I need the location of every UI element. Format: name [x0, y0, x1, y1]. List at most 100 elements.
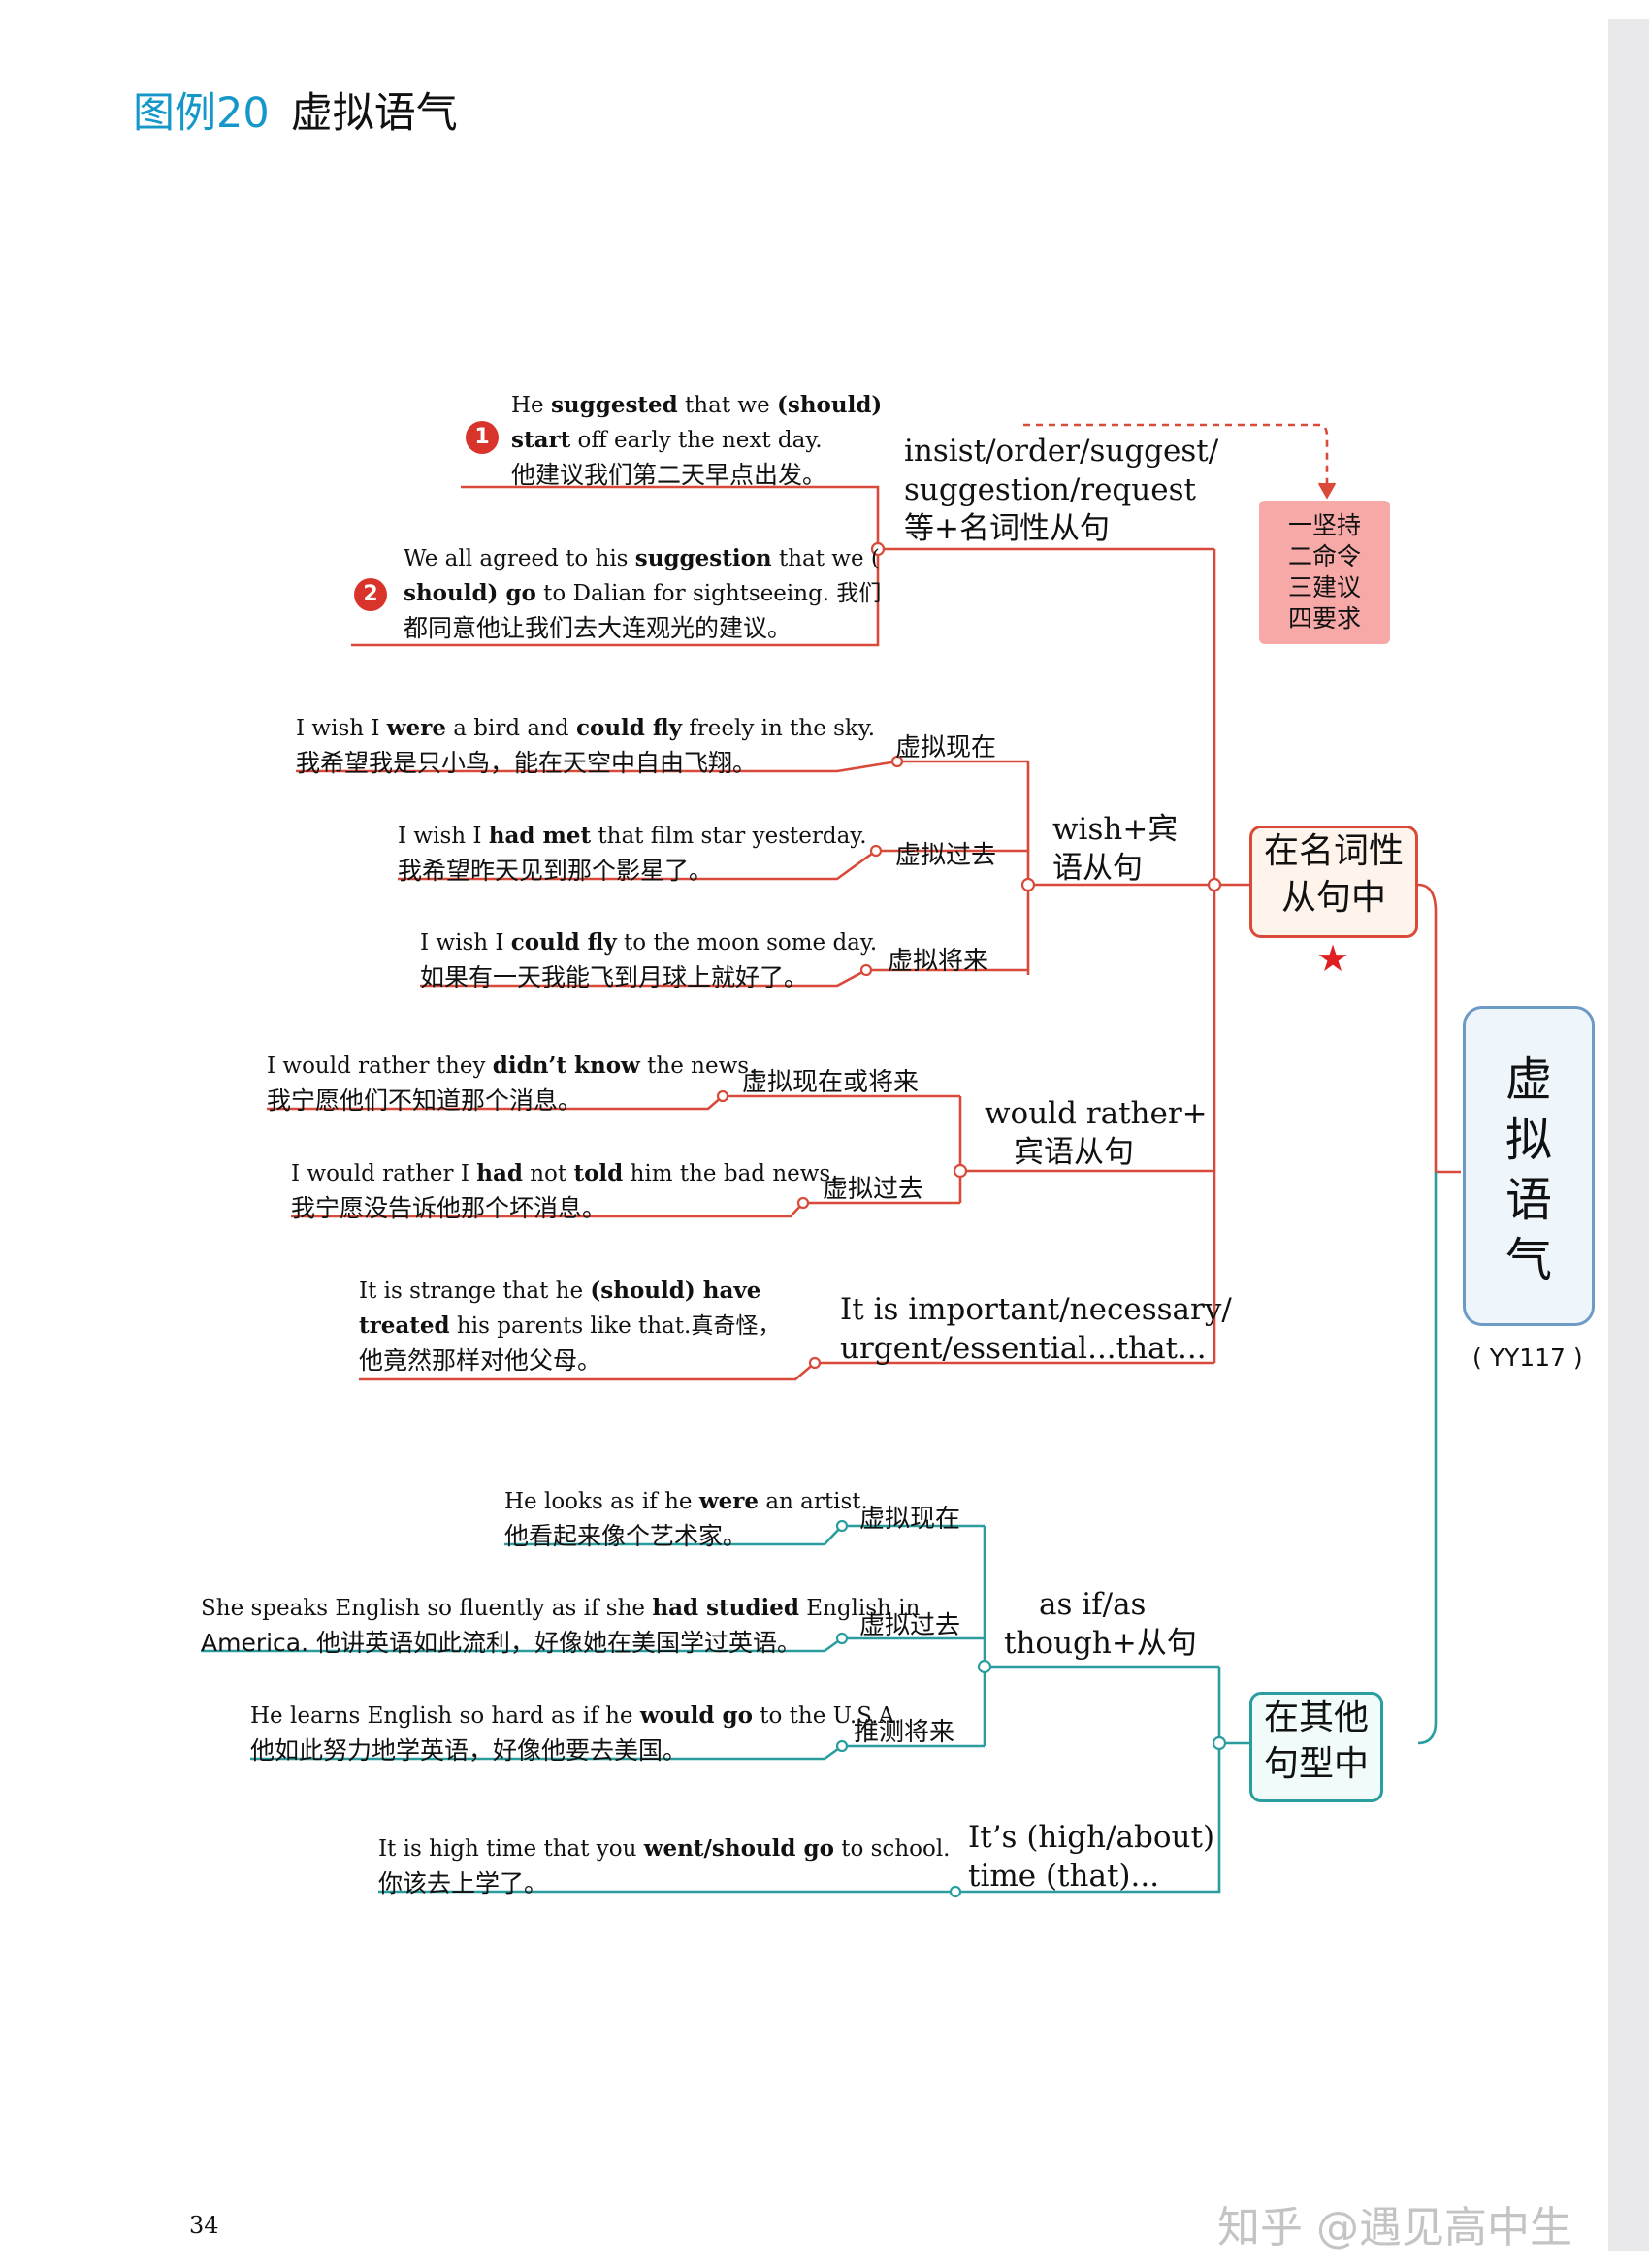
- category-line: 等+名词性从句: [904, 511, 1110, 546]
- example-4: I wish I had met that film star yesterda…: [398, 819, 867, 888]
- example-2: We all agreed to his suggestion that we …: [404, 541, 881, 645]
- example-translation: 都同意他让我们去大连观光的建议。: [404, 614, 792, 642]
- asif-sub-connectors: [842, 1524, 986, 1748]
- category-high-time: It’s (high/about) time (that)...: [968, 1818, 1214, 1895]
- example-line: He looks as if he were an artist.: [504, 1488, 868, 1514]
- example-line: It is high time that you went/should go …: [378, 1835, 951, 1862]
- example-line: He suggested that we (should): [511, 392, 883, 418]
- sub-label-asif-past: 虚拟过去: [859, 1611, 961, 1640]
- ex4-line: [398, 849, 877, 881]
- category-line: as if/as: [1039, 1587, 1147, 1622]
- root-code: ( YY117 ): [1472, 1344, 1583, 1372]
- root-node: 虚 拟 语 气: [1463, 1006, 1595, 1326]
- ex5-line: [420, 968, 867, 988]
- root-to-other-branch: [1417, 1172, 1438, 1745]
- sub-label-wish-past: 虚拟过去: [895, 841, 997, 870]
- category-insist: insist/order/suggest/ suggestion/request…: [904, 432, 1218, 548]
- sub-label-asif-present: 虚拟现在: [859, 1505, 961, 1534]
- ex2-line: [351, 549, 880, 647]
- figure-title: 虚拟语气: [290, 89, 458, 138]
- ex1-line: [461, 485, 880, 549]
- root-char: 语: [1504, 1173, 1552, 1227]
- example-11: He learns English so hard as if he would…: [250, 1699, 901, 1767]
- example-number-badge: 1: [466, 421, 499, 454]
- example-1: He suggested that we (should) start off …: [511, 388, 882, 492]
- mnemonic-box: 一坚持 二命令 三建议 四要求: [1259, 501, 1390, 644]
- example-3: I wish I were a bird and could fly freel…: [296, 711, 875, 780]
- page-edge: [1608, 19, 1649, 2251]
- example-line: I wish I had met that film star yesterda…: [398, 823, 867, 849]
- example-translation: 我希望我是只小鸟，能在天空中自由飞翔。: [296, 749, 758, 777]
- ex3-line: [296, 760, 898, 773]
- example-translation: 我希望昨天见到那个影星了。: [398, 857, 714, 885]
- category-line: would rather+: [985, 1096, 1208, 1131]
- category-important: It is important/necessary/ urgent/essent…: [840, 1290, 1232, 1368]
- ex11-line: [250, 1744, 843, 1761]
- example-line: I would rather I had not told him the ba…: [291, 1160, 838, 1186]
- example-translation: 我宁愿没告诉他那个坏消息。: [291, 1194, 607, 1222]
- root-char: 拟: [1504, 1113, 1552, 1167]
- category-wish: wish+宾 语从句: [1052, 810, 1178, 888]
- category-line: It is important/necessary/: [840, 1292, 1232, 1327]
- example-line: I wish I could fly to the moon some day.: [420, 929, 878, 956]
- mnemonic-line: 四要求: [1287, 604, 1361, 632]
- ex7-line: [291, 1202, 804, 1218]
- example-12: It is high time that you went/should go …: [378, 1831, 951, 1900]
- category-line: suggestion/request: [904, 472, 1196, 507]
- mnemonic-line: 一坚持: [1287, 511, 1361, 539]
- category-line: insist/order/suggest/: [904, 434, 1219, 469]
- sub-label-rather-present: 虚拟现在或将来: [742, 1068, 920, 1097]
- category-line: 语从句: [1052, 851, 1143, 886]
- ex8-line: [359, 1362, 816, 1381]
- example-5: I wish I could fly to the moon some day.…: [420, 925, 877, 994]
- sub-label-asif-future: 推测将来: [854, 1718, 955, 1747]
- example-line: It is strange that he (should) have: [359, 1278, 761, 1304]
- noun-trunk: [1212, 549, 1249, 1363]
- highttime-line: [955, 1877, 1221, 1894]
- example-9: He looks as if he were an artist. 他看起来像个…: [504, 1484, 868, 1553]
- example-translation: 他如此努力地学英语，好像他要去美国。: [250, 1736, 688, 1765]
- mnemonic-arrowhead: [1317, 482, 1337, 500]
- root-char: 气: [1504, 1233, 1552, 1287]
- example-line: America. 他讲英语如此流利，好像她在美国学过英语。: [201, 1629, 802, 1657]
- category-line: 宾语从句: [1014, 1135, 1134, 1170]
- root-char: 虚: [1504, 1053, 1552, 1107]
- example-number-badge: 2: [354, 578, 387, 611]
- example-line: start off early the next day.: [511, 427, 823, 453]
- root-to-noun-branch: [1417, 883, 1438, 1172]
- example-6: I would rather they didn’t know the news…: [267, 1049, 756, 1118]
- other-trunk: [1217, 1667, 1249, 1877]
- rather-sub-connectors: [723, 1094, 962, 1205]
- example-line: I would rather they didn’t know the news…: [267, 1053, 757, 1079]
- ex9-line: [504, 1525, 843, 1546]
- example-10: She speaks English so fluently as if she…: [201, 1591, 920, 1660]
- example-line: He learns English so hard as if he would…: [250, 1702, 902, 1729]
- mnemonic-line: 二命令: [1287, 542, 1361, 570]
- other-patterns-node: 在其他 句型中: [1249, 1692, 1383, 1802]
- page-number: 34: [189, 2212, 219, 2239]
- category-line: urgent/essential...that...: [840, 1331, 1207, 1366]
- category-line: though+从句: [1004, 1626, 1197, 1661]
- example-line: treated his parents like that.真奇怪，: [359, 1312, 781, 1339]
- sub-label-rather-past: 虚拟过去: [823, 1175, 924, 1204]
- other-patterns-label-1: 在其他: [1263, 1698, 1369, 1737]
- sub-label-wish-future: 虚拟将来: [888, 947, 989, 976]
- ex6-line: [267, 1095, 724, 1111]
- mnemonic-arrow: [1023, 423, 1329, 490]
- category-as-if: as if/as though+从句: [1004, 1585, 1197, 1663]
- example-translation: 如果有一天我能飞到月球上就好了。: [420, 963, 809, 991]
- mnemonic-line: 三建议: [1287, 573, 1361, 601]
- example-line: She speaks English so fluently as if she…: [201, 1595, 921, 1621]
- example-8: It is strange that he (should) have trea…: [359, 1274, 780, 1377]
- sub-label-wish-present: 虚拟现在: [895, 733, 997, 762]
- category-line: time (that)...: [968, 1859, 1160, 1894]
- example-translation: 他竟然那样对他父母。: [359, 1346, 602, 1375]
- star-icon: ★: [1316, 937, 1350, 980]
- category-line: wish+宾: [1052, 812, 1179, 847]
- example-translation: 我宁愿他们不知道那个消息。: [267, 1086, 583, 1115]
- noun-clause-label-2: 从句中: [1280, 878, 1386, 918]
- example-line: We all agreed to his suggestion that we …: [404, 545, 880, 571]
- example-line: should) go to Dalian for sightseeing. 我们: [404, 580, 882, 606]
